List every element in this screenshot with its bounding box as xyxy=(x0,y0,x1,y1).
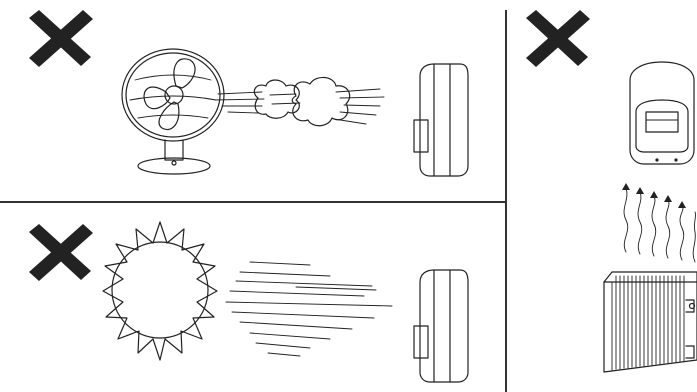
motion-sensor-front-icon xyxy=(629,61,695,165)
sun-icon xyxy=(102,221,218,361)
cross-mark-icon xyxy=(526,10,590,67)
sun-rays-icon xyxy=(225,261,393,357)
motion-sensor-side-icon xyxy=(413,63,469,177)
motion-sensor-side-icon xyxy=(413,269,469,383)
cross-mark-icon xyxy=(29,224,93,281)
panel-fan-airflow xyxy=(29,10,469,177)
air-gust-icon xyxy=(214,76,385,127)
rising-heat-icon xyxy=(622,183,697,263)
cross-mark-icon xyxy=(29,10,93,67)
panel-direct-sunlight xyxy=(29,221,469,383)
radiator-icon xyxy=(603,271,697,373)
electric-fan-icon xyxy=(121,48,225,175)
panel-heat-source xyxy=(526,10,697,373)
